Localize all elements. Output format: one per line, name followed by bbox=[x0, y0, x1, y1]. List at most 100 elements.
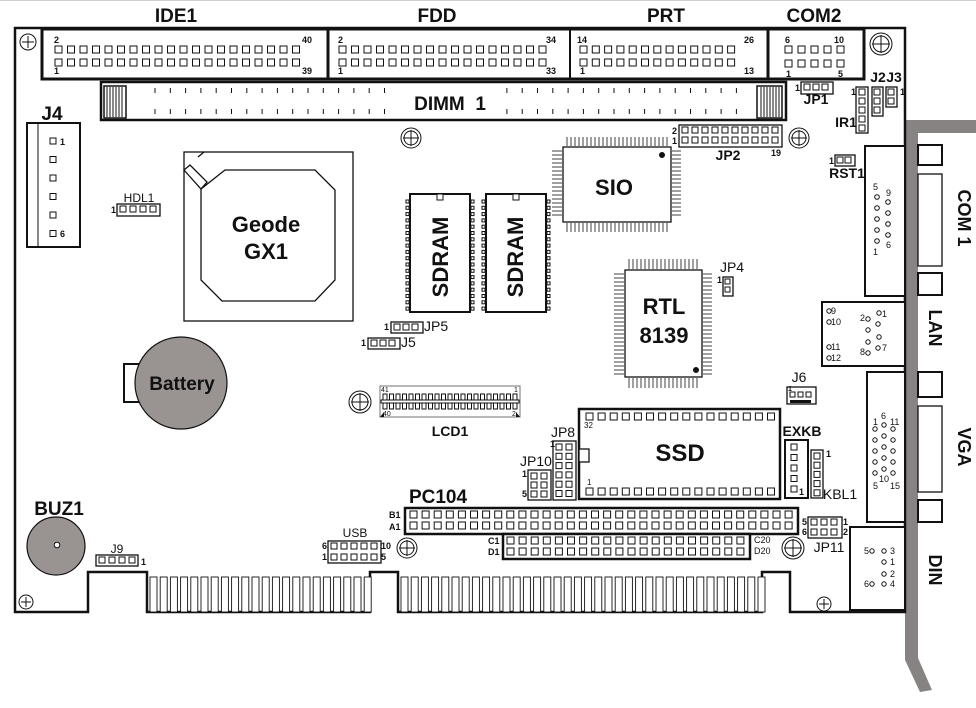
prt-pin bbox=[616, 45, 625, 54]
jp2-pin bbox=[761, 126, 769, 134]
j4-pin bbox=[49, 211, 57, 219]
sdram-2-lead bbox=[546, 243, 551, 248]
pc104-pin bbox=[724, 536, 733, 545]
exkb-pin bbox=[790, 454, 798, 461]
pc104-pin bbox=[736, 510, 745, 519]
vga-pin bbox=[872, 470, 878, 476]
lan-pin-7: 7 bbox=[882, 343, 887, 353]
cpu-die bbox=[200, 169, 336, 302]
vga-pin-10: 10 bbox=[879, 474, 889, 484]
pc104-pin bbox=[603, 510, 612, 519]
sdram-2-notch bbox=[512, 193, 520, 201]
sdram-1-lead bbox=[405, 231, 410, 235]
din-pin-4: 4 bbox=[890, 579, 895, 589]
pc104-pin bbox=[675, 510, 684, 519]
prt-pin-1: 1 bbox=[580, 66, 585, 76]
jp8-pin bbox=[565, 490, 573, 497]
ide1-pin bbox=[179, 58, 188, 67]
jp11-pin-6: 6 bbox=[802, 527, 807, 537]
edge-finger bbox=[675, 576, 684, 613]
jp8-pin bbox=[555, 443, 563, 451]
pc104-pin bbox=[542, 521, 551, 530]
com1-ear-bottom bbox=[917, 272, 943, 296]
ir1-pin bbox=[858, 124, 866, 132]
edge-finger bbox=[261, 576, 270, 613]
fdd-pin bbox=[526, 58, 534, 67]
lan-pin bbox=[876, 310, 882, 316]
edge-finger bbox=[726, 576, 735, 613]
pc104-pin bbox=[409, 510, 418, 519]
pc104-row-b1: B1 bbox=[389, 510, 401, 520]
usb-pin bbox=[330, 542, 338, 550]
com1-pin bbox=[885, 199, 891, 205]
edge-finger bbox=[159, 576, 168, 613]
ide1-pin bbox=[79, 45, 88, 54]
ir1-pin bbox=[858, 106, 866, 114]
jp4-header bbox=[722, 276, 734, 297]
edge-finger bbox=[241, 576, 250, 613]
com2-frame bbox=[766, 27, 866, 81]
fdd-pin bbox=[463, 45, 472, 54]
lan-pin-9: 9 bbox=[831, 306, 836, 316]
battery-label: Battery bbox=[149, 374, 215, 395]
prt-pin bbox=[690, 45, 699, 54]
edge-finger bbox=[333, 576, 342, 613]
edge-finger bbox=[343, 576, 352, 613]
com1-pin-1: 1 bbox=[873, 247, 878, 257]
vga-pin bbox=[872, 459, 878, 465]
pc104-row-a1: A1 bbox=[389, 522, 401, 532]
pc104-pin bbox=[615, 521, 624, 530]
sdram-2-lead bbox=[546, 212, 551, 217]
jp8-pin bbox=[565, 471, 573, 479]
dimm-slot bbox=[99, 80, 788, 122]
edge-finger bbox=[461, 576, 470, 613]
pc104-pin bbox=[651, 510, 660, 519]
pc104-pin bbox=[578, 521, 587, 530]
pc104-pin bbox=[506, 521, 515, 530]
ide1-pin bbox=[242, 45, 250, 54]
pc104-pin bbox=[639, 521, 648, 530]
edge-finger bbox=[716, 576, 725, 613]
sdram-1-lead bbox=[470, 256, 475, 261]
com2-pin bbox=[784, 45, 793, 54]
sdram-1-lead bbox=[405, 212, 410, 217]
jp2-pin bbox=[691, 126, 699, 134]
pc104-row-d1: D1 bbox=[488, 547, 500, 557]
j6-pin-1: 1 bbox=[788, 386, 792, 393]
vga-pin bbox=[881, 444, 887, 450]
ssd-frame bbox=[577, 407, 782, 501]
kbl1-pin bbox=[813, 461, 821, 469]
fdd-pin bbox=[463, 58, 472, 67]
edge-finger bbox=[169, 576, 178, 613]
sdram-1-lead bbox=[470, 249, 475, 254]
fdd-pin bbox=[513, 45, 522, 54]
pc104-pin bbox=[566, 521, 575, 530]
jp2-pin-19: 19 bbox=[771, 148, 781, 158]
vga-pin-1: 1 bbox=[873, 417, 878, 427]
com1-pin bbox=[874, 238, 880, 244]
sdram-1-lead bbox=[405, 262, 410, 267]
ssd-pin bbox=[658, 412, 667, 421]
mounting-hole-icon bbox=[781, 536, 805, 560]
sdram-1-lead bbox=[470, 275, 475, 280]
sdram-2-lead bbox=[481, 237, 486, 242]
sdram-1-lead bbox=[405, 249, 410, 254]
jp5-label: JP5 bbox=[424, 318, 448, 334]
hdl1-pin-1: 1 bbox=[111, 205, 116, 215]
jp2-pin bbox=[721, 126, 729, 134]
pc104-pin bbox=[579, 536, 588, 545]
pc104-pin bbox=[724, 510, 733, 519]
jp8-pin-1: 1 bbox=[550, 439, 555, 449]
pc104-pin bbox=[748, 521, 757, 530]
ssd-pin bbox=[609, 412, 618, 421]
com2-pin-5: 5 bbox=[838, 69, 843, 79]
lcd1-pin bbox=[408, 402, 414, 410]
pc104-pin bbox=[554, 536, 563, 545]
sdram-2-lead bbox=[546, 249, 551, 254]
pc104-pin bbox=[433, 521, 442, 530]
hdl1-pin bbox=[149, 205, 157, 213]
pc104-pin bbox=[615, 547, 624, 556]
pc104-pin bbox=[530, 547, 539, 556]
edge-finger bbox=[655, 576, 664, 613]
com1-pin bbox=[874, 194, 880, 200]
